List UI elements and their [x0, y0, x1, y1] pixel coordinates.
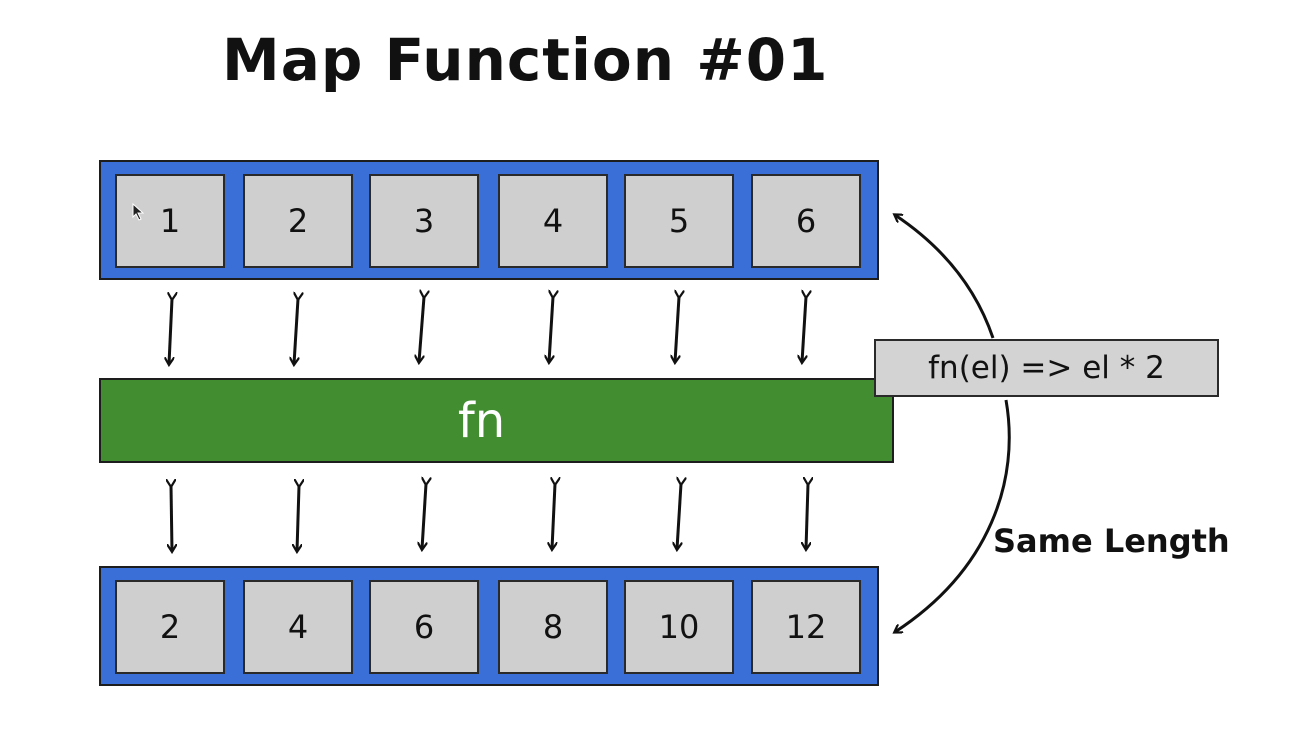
input-cell: 2	[243, 174, 353, 268]
input-cell: 5	[624, 174, 734, 268]
diagram-title: Map Function #01	[222, 26, 829, 94]
double-arrow-icon	[802, 297, 806, 362]
double-arrow-icon	[552, 484, 555, 549]
double-arrow-icon	[294, 299, 298, 364]
output-cell: 10	[624, 580, 734, 674]
input-cell: 3	[369, 174, 479, 268]
mouse-cursor-icon	[132, 203, 145, 221]
output-cell: 6	[369, 580, 479, 674]
double-arrow-icon	[419, 297, 424, 362]
same-length-label: Same Length	[993, 522, 1230, 560]
function-bar: fn	[99, 378, 894, 463]
input-array: 1 2 3 4 5 6	[99, 160, 879, 280]
double-arrow-icon	[171, 486, 172, 551]
output-array: 2 4 6 8 10 12	[99, 566, 879, 686]
double-arrow-icon	[169, 299, 172, 364]
output-cell: 12	[751, 580, 861, 674]
double-arrow-icon	[675, 297, 679, 362]
double-arrow-icon	[422, 484, 426, 549]
double-arrow-icon	[677, 484, 681, 549]
double-arrow-icon	[806, 484, 808, 549]
curved-arrow-icon	[895, 399, 1011, 632]
output-cell: 8	[498, 580, 608, 674]
curved-arrow-icon	[895, 215, 995, 339]
double-arrow-icon	[297, 486, 299, 551]
double-arrow-icon	[549, 297, 553, 362]
input-cell: 4	[498, 174, 608, 268]
function-expression-box: fn(el) => el * 2	[874, 339, 1219, 397]
output-cell: 4	[243, 580, 353, 674]
input-cell: 6	[751, 174, 861, 268]
output-cell: 2	[115, 580, 225, 674]
input-cell: 1	[115, 174, 225, 268]
